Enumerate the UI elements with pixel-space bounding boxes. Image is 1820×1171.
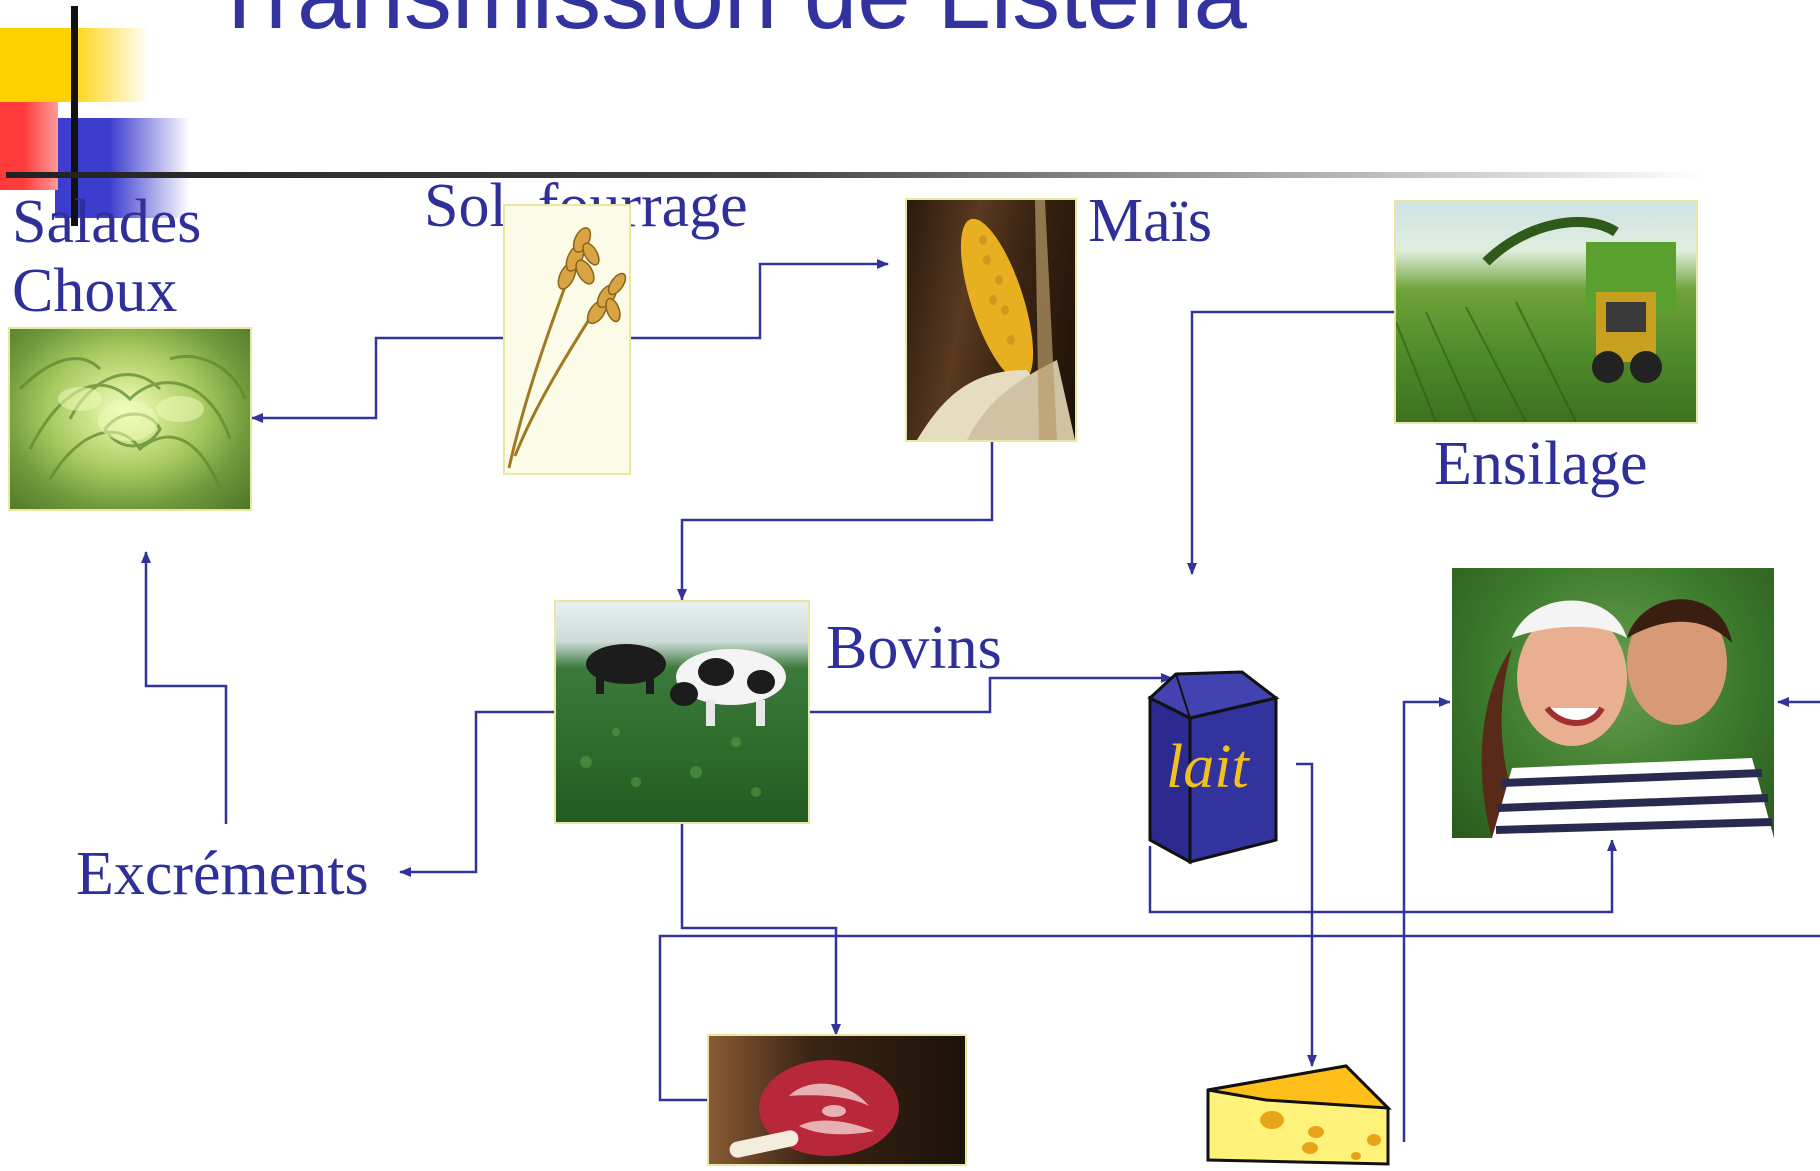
lettuce-image (8, 327, 252, 511)
arrow-lait-to-fromage (1296, 762, 1317, 1067)
lait-label: lait (1166, 733, 1249, 801)
arrow-bovins-to-viande (680, 822, 841, 1036)
arrow-lait-to-humains (1148, 839, 1617, 914)
cows-image (554, 600, 810, 824)
bovins-label: Bovins (826, 614, 1002, 682)
header-rule (6, 172, 1706, 178)
arrow-bovins-to-excrements (399, 710, 556, 877)
arrow-viande-to-humains (658, 697, 1820, 1102)
wheat-image (503, 204, 631, 475)
excrements-label: Excréments (76, 840, 369, 908)
arrow-sol-to-mais (628, 259, 889, 340)
arrow-fromage-to-humains (1402, 697, 1451, 1142)
arrow-sol-to-salades (251, 336, 505, 423)
arrow-ensilage-to-lait (1187, 310, 1397, 575)
couple-image (1450, 566, 1776, 840)
salades-label-line1: Salades (12, 188, 202, 256)
ensilage-label: Ensilage (1434, 430, 1648, 498)
slide-title: Transmission de Listeria (210, 0, 1247, 53)
salades-label-line2: Choux (12, 257, 178, 326)
arrow-bovins-to-lait (807, 673, 1173, 714)
beef-image (707, 1034, 967, 1166)
arrow-mais-to-bovins (677, 440, 994, 601)
salades-label: Salades Choux (12, 188, 201, 327)
corn-image (905, 198, 1077, 442)
arrow-excrements-to-salades (141, 551, 228, 824)
cheese-image (1206, 1060, 1392, 1166)
milk-carton (1146, 668, 1280, 868)
mais-label: Maïs (1088, 187, 1212, 255)
silage-image (1394, 200, 1698, 424)
decor-vertical-bar (71, 6, 78, 226)
